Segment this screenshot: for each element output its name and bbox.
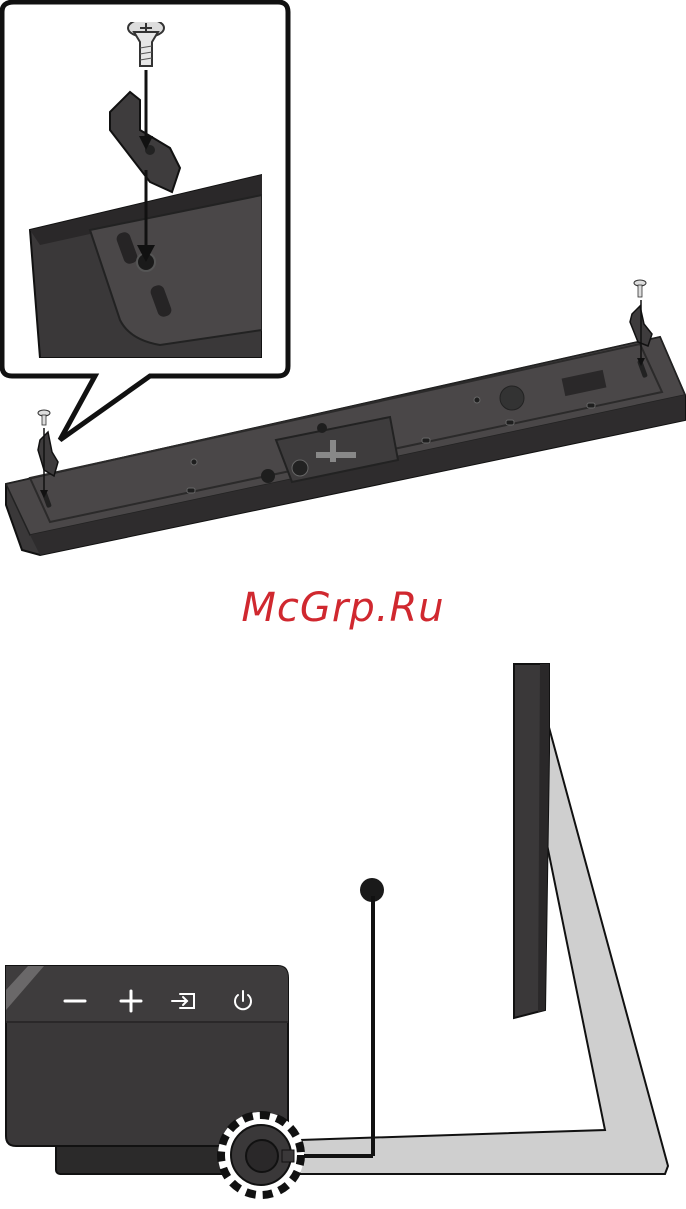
control-buttons xyxy=(65,991,251,1011)
callout-dot xyxy=(360,878,384,902)
soundbar-front xyxy=(6,966,288,1174)
tv-panel xyxy=(514,664,549,1018)
connector-highlight xyxy=(218,1112,304,1198)
soundbar-mounting-illustration xyxy=(0,0,686,600)
power-icon xyxy=(235,991,251,1009)
tv-stand xyxy=(292,720,668,1174)
jack-port xyxy=(246,1140,278,1172)
watermark-text: McGrp.Ru xyxy=(0,585,686,631)
inset-callout xyxy=(2,2,288,440)
source-icon xyxy=(172,994,194,1008)
plus-icon xyxy=(121,991,141,1011)
